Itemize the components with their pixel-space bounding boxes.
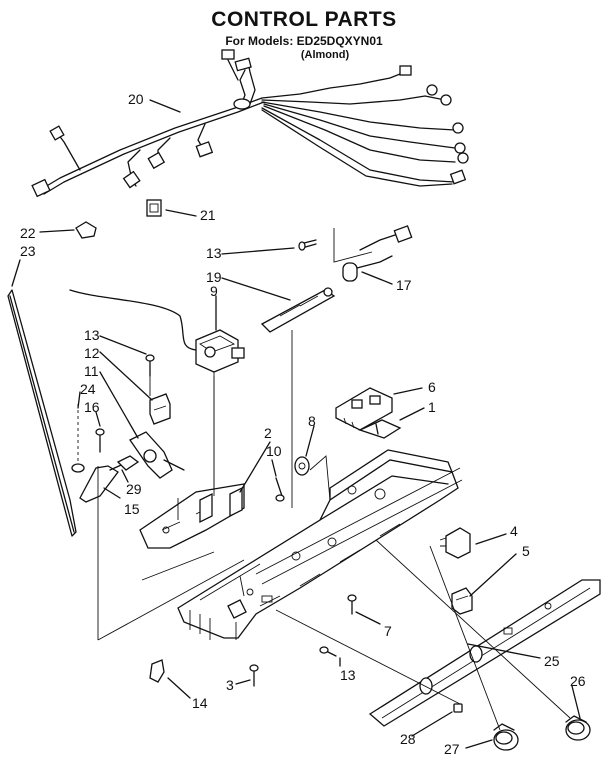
part-11-shaft bbox=[129, 431, 185, 479]
assembly-lines bbox=[97, 330, 571, 731]
callout-19: 19 bbox=[206, 269, 222, 285]
leader-lines bbox=[11, 99, 581, 749]
part-4-switch bbox=[439, 527, 471, 559]
part-8-socket bbox=[294, 456, 310, 476]
part-10-screw bbox=[275, 477, 285, 502]
callout-4: 4 bbox=[510, 523, 518, 539]
part-16-screw bbox=[95, 428, 105, 453]
callout-13-top: 13 bbox=[206, 245, 222, 261]
part-2-bracket bbox=[139, 483, 245, 549]
part-14-clip bbox=[149, 659, 165, 683]
callout-1: 1 bbox=[428, 399, 436, 415]
callout-24: 24 bbox=[80, 381, 96, 397]
callout-2: 2 bbox=[264, 425, 272, 441]
callout-22: 22 bbox=[20, 225, 36, 241]
part-26-knob bbox=[565, 715, 591, 741]
part-25-panel bbox=[368, 579, 601, 727]
callout-23: 23 bbox=[20, 243, 36, 259]
callout-13-low: 13 bbox=[340, 667, 356, 683]
part-connector-17 bbox=[298, 225, 413, 282]
part-24-screw bbox=[71, 404, 85, 473]
part-7-screw bbox=[347, 594, 357, 615]
callout-28: 28 bbox=[400, 731, 416, 747]
callout-20: 20 bbox=[128, 91, 144, 107]
part-1-housing bbox=[177, 419, 463, 640]
callout-11: 11 bbox=[84, 363, 99, 379]
part-13-screw-lower bbox=[319, 646, 337, 657]
callout-29: 29 bbox=[126, 481, 142, 497]
model-line: For Models: ED25DQXYN01 bbox=[225, 34, 383, 48]
callout-6: 6 bbox=[428, 379, 436, 395]
part-12-bracket bbox=[145, 354, 171, 425]
part-22-23 bbox=[7, 221, 97, 537]
callout-16: 16 bbox=[84, 399, 100, 415]
callout-5: 5 bbox=[522, 543, 530, 559]
part-wire-harness bbox=[31, 49, 469, 198]
part-28-cap bbox=[453, 703, 463, 713]
part-19-strip bbox=[260, 287, 336, 333]
callout-8: 8 bbox=[308, 413, 316, 429]
callout-3: 3 bbox=[226, 677, 234, 693]
callout-9: 9 bbox=[210, 283, 218, 299]
part-6-board bbox=[335, 387, 393, 431]
part-3-screw bbox=[249, 664, 259, 687]
callout-13-mid: 13 bbox=[84, 327, 100, 343]
callout-15: 15 bbox=[124, 501, 140, 517]
part-clip-21 bbox=[146, 199, 162, 217]
callout-labels: 20 21 22 23 13 19 9 17 13 12 11 24 16 2 … bbox=[20, 91, 586, 757]
callout-12: 12 bbox=[84, 345, 100, 361]
part-27-knob bbox=[493, 723, 519, 751]
callout-26: 26 bbox=[570, 673, 586, 689]
callout-14: 14 bbox=[192, 695, 208, 711]
callout-17: 17 bbox=[396, 277, 412, 293]
color-variant: (Almond) bbox=[300, 49, 350, 61]
callout-25: 25 bbox=[544, 653, 560, 669]
callout-10: 10 bbox=[266, 443, 282, 459]
page-title: CONTROL PARTS bbox=[211, 8, 397, 31]
callout-7: 7 bbox=[384, 623, 392, 639]
part-15-lever bbox=[79, 455, 140, 503]
callout-27: 27 bbox=[444, 741, 460, 757]
callout-21: 21 bbox=[200, 207, 216, 223]
part-5-switch bbox=[451, 587, 473, 615]
